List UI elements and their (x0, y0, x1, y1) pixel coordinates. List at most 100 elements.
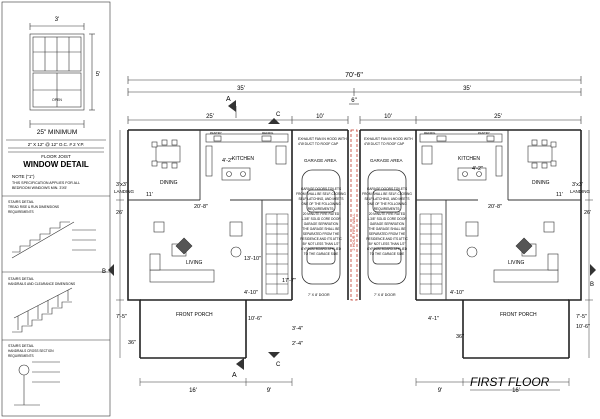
bottom-left-16: 16' (189, 388, 197, 394)
stair-handrail-detail (12, 287, 73, 333)
garage-note-line: GYPSUM BOARD APPLIED (367, 247, 408, 251)
side-dimension-lines (116, 130, 593, 358)
dim-3-4: 3'-4" (292, 326, 303, 332)
section-a-top-label: A (226, 96, 231, 103)
dim-20-8-right: 20'-8" (488, 204, 502, 210)
right-car (367, 169, 407, 285)
garage-note-line: ONE OF THE FOLLOWING (367, 202, 407, 206)
bottom-left-9: 9' (267, 388, 271, 394)
dim-10-6-right: 10'-6" (576, 324, 590, 330)
dim-11-right: 11' (556, 192, 563, 198)
garage-note-line: GARAGE DOORS TOILETS (301, 187, 341, 191)
top-dimension-lines (127, 76, 582, 124)
garage-note-line: BY NOT LESS THAN 1/2" (303, 242, 340, 246)
right-pantry-label: PANTRY (478, 131, 490, 135)
stair-detail-2-title: STAIRS DETAIL (8, 277, 34, 281)
dim-4-10: 4'-10" (244, 290, 258, 296)
details-column-frame (1, 1, 111, 417)
left-refrig-label: REFRIG (262, 131, 274, 135)
section-mark-c-bottom (268, 352, 280, 358)
left-exhaust-note: EXHAUST FAN IN HOOD WITH (298, 137, 347, 141)
bottom-right-9: 9' (438, 388, 442, 394)
dim-36: 36" (128, 340, 136, 346)
handrail-section-detail (14, 361, 60, 406)
garage-note-line: THE GARAGE SHALL BE (369, 227, 406, 231)
left-dining-dim: 25' (206, 114, 214, 120)
left-kitchen-island (205, 133, 289, 181)
right-garage-door-label: 7' X 8' DOOR (374, 293, 396, 297)
landing-right-label: LANDING (570, 189, 591, 194)
garage-note-line: FROM SHALL BE SELF-CLOSING (296, 192, 346, 196)
window-note-heading: NOTE ("1") (12, 174, 35, 179)
garage-note-line: GARAGE DOORS TOILETS (367, 187, 407, 191)
right-kitchen-label: KITCHEN (458, 156, 480, 162)
garage-note-line: RESIDENCE AND ITS ATTIC (366, 237, 408, 241)
garage-note-line: REQUIREMENTS: (308, 207, 335, 211)
section-c-top-label: C (276, 112, 281, 118)
joist-note: 2" X 12" @ 12" O.C. # 2 Y.P. (28, 142, 84, 147)
garage-note-line: SELF LATCHING, AND MEETS (299, 197, 344, 201)
left-living-label: LIVING (186, 260, 203, 266)
dim-11-left: 11' (146, 192, 153, 198)
window-note-line-2: BEDROOM WINDOWS MIN. 3'X5' (12, 186, 67, 190)
stair-detail-2-sub: HANDRAILS AND CLEARANCE DIMENSIONS (8, 282, 75, 286)
left-garage-dim: 10' (316, 114, 324, 120)
right-dining-label: DINING (532, 180, 550, 186)
right-porch-label: FRONT PORCH (500, 312, 537, 318)
left-width-dim: 35' (237, 86, 245, 92)
garage-note-line: GARAGE SEPARATION (304, 222, 339, 226)
window-note-line-1: THIS SPECIFICATION APPLIES FOR ALL (12, 181, 80, 185)
section-mark-b-right (590, 264, 596, 276)
left-porch-label: FRONT PORCH (176, 312, 213, 318)
garage-note-line: GYPSUM BOARD APPLIED (301, 247, 342, 251)
joist-note-2: FLOOR JOIST (41, 154, 71, 159)
stair-detail-1-title: STAIRS DETAIL (8, 200, 34, 204)
bottom-dimension-lines (139, 378, 570, 386)
window-height-dim: 5' (96, 72, 100, 78)
right-living-label: LIVING (508, 260, 525, 266)
garage-note-line: RESIDENCE AND ITS ATTIC (300, 237, 342, 241)
dim-4-10-right: 4'-10" (450, 290, 464, 296)
kitchen-dining-dim: 4'-2" (222, 158, 233, 164)
fire-wall-label: 2 HOUR FIRE WALL (351, 213, 356, 251)
sheet-title: FIRST FLOOR (470, 375, 550, 389)
stair-detail-3-title: STAIRS DETAIL (8, 344, 34, 348)
landing-left-dim: 3'x3' (116, 182, 127, 188)
building-walls (127, 129, 582, 359)
garage-note-line: ONE OF THE FOLLOWING (301, 202, 341, 206)
section-mark-c-top (268, 118, 280, 124)
garage-note-line: TO THE GARAGE SIDE (304, 252, 338, 256)
right-exhaust-note: EXHAUST FAN IN HOOD WITH (364, 137, 413, 141)
right-garage-dim: 10' (384, 114, 392, 120)
fire-wall (350, 129, 358, 301)
stair-detail-3-sub2: REQUIREMENTS (8, 354, 34, 358)
garage-note-line: 1-3/8" SOLID CORE DOOR (301, 217, 341, 221)
right-width-dim: 35' (463, 86, 471, 92)
section-mark-a-top (228, 100, 237, 118)
section-a-bottom-label: A (232, 372, 237, 379)
garage-note-line: FROM SHALL BE SELF-CLOSING (362, 192, 412, 196)
left-garage-door-label: 7' X 8' DOOR (308, 293, 330, 297)
window-min-label: 25" MINIMUM (37, 129, 78, 136)
left-garage-label: GARAGE AREA (304, 158, 337, 163)
right-refrig-label: REFRIG (424, 131, 436, 135)
bottom-right-16: 16' (512, 388, 520, 394)
garage-note-line: SEPARATED FROM THE (369, 232, 405, 236)
section-mark-a-bottom (236, 358, 244, 370)
stair-detail-1-sub2: REQUIREMENTS (8, 210, 34, 214)
left-dining-label: DINING (160, 180, 178, 186)
section-b-left-label: B (102, 269, 106, 275)
right-kitchen-island (419, 133, 503, 181)
garage-note-line: GARAGE SEPARATION (370, 222, 405, 226)
right-living-furniture (465, 221, 559, 283)
garage-note-line: REQUIREMENTS: (374, 207, 401, 211)
stair-detail-1-sub: TREAD RISE & RUN DIMENSIONS (8, 205, 59, 209)
kitchen-dining-dim-right: 4'-2" (472, 166, 483, 172)
interior-walls (128, 130, 581, 300)
dim-26-right: 26' (584, 210, 591, 216)
window-elevation (29, 33, 85, 111)
dim-2-4: 2'-4" (292, 341, 303, 347)
